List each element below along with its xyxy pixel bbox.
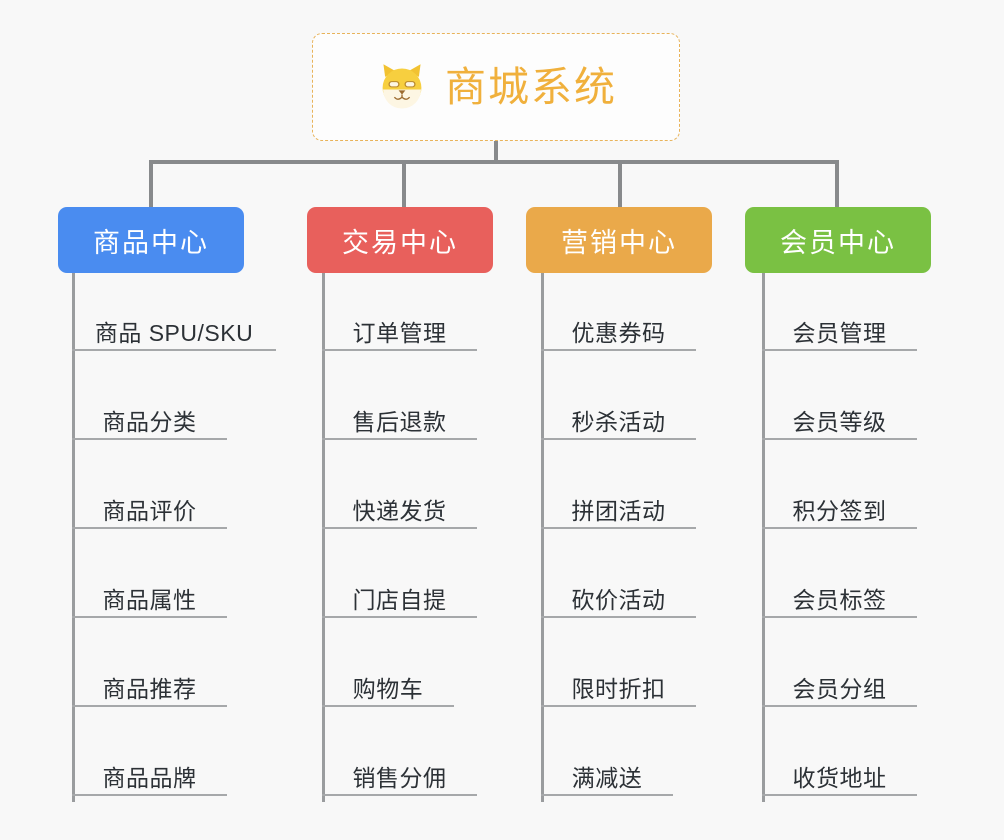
leaf-item-2-6[interactable]: 销售分佣 xyxy=(322,750,477,796)
leaf-label: 商品属性 xyxy=(102,586,197,613)
leaf-item-1-3[interactable]: 商品评价 xyxy=(72,483,227,529)
leaf-item-2-2[interactable]: 售后退款 xyxy=(322,394,477,440)
category-header-2-label: 交易中心 xyxy=(342,227,458,258)
category-trunk-2 xyxy=(322,273,325,802)
leaf-label: 砍价活动 xyxy=(571,586,666,613)
root-node[interactable]: 商城系统 xyxy=(312,33,680,141)
leaf-label: 售后退款 xyxy=(352,408,447,435)
leaf-label: 订单管理 xyxy=(352,319,447,346)
leaf-label: 会员管理 xyxy=(792,319,887,346)
leaf-item-3-4[interactable]: 砍价活动 xyxy=(541,572,696,618)
connector-drop-3 xyxy=(618,160,622,207)
leaf-item-3-2[interactable]: 秒杀活动 xyxy=(541,394,696,440)
leaf-item-3-5[interactable]: 限时折扣 xyxy=(541,661,696,707)
leaf-label: 会员等级 xyxy=(792,408,887,435)
leaf-item-2-3[interactable]: 快递发货 xyxy=(322,483,477,529)
leaf-item-3-1[interactable]: 优惠券码 xyxy=(541,305,696,351)
leaf-item-1-4[interactable]: 商品属性 xyxy=(72,572,227,618)
leaf-label: 商品分类 xyxy=(102,408,197,435)
leaf-item-2-1[interactable]: 订单管理 xyxy=(322,305,477,351)
leaf-item-1-2[interactable]: 商品分类 xyxy=(72,394,227,440)
category-header-1-label: 商品中心 xyxy=(93,227,209,258)
leaf-item-4-4[interactable]: 会员标签 xyxy=(762,572,917,618)
leaf-label: 会员分组 xyxy=(792,675,887,702)
leaf-item-4-3[interactable]: 积分签到 xyxy=(762,483,917,529)
leaf-label: 优惠券码 xyxy=(571,319,666,346)
leaf-label: 商品品牌 xyxy=(102,764,197,791)
leaf-item-2-5[interactable]: 购物车 xyxy=(322,661,454,707)
leaf-label: 商品评价 xyxy=(102,497,197,524)
category-header-3[interactable]: 营销中心 xyxy=(526,207,712,273)
leaf-item-1-1[interactable]: 商品 SPU/SKU xyxy=(72,305,276,351)
leaf-item-4-5[interactable]: 会员分组 xyxy=(762,661,917,707)
leaf-label: 收货地址 xyxy=(792,764,887,791)
leaf-item-3-6[interactable]: 满减送 xyxy=(541,750,673,796)
connector-drop-4 xyxy=(835,160,839,207)
root-title: 商城系统 xyxy=(445,63,617,110)
category-header-2[interactable]: 交易中心 xyxy=(307,207,493,273)
connector-drop-2 xyxy=(402,160,406,207)
category-trunk-1 xyxy=(72,273,75,802)
leaf-item-1-5[interactable]: 商品推荐 xyxy=(72,661,227,707)
leaf-item-4-1[interactable]: 会员管理 xyxy=(762,305,917,351)
leaf-label: 快递发货 xyxy=(352,497,447,524)
leaf-label: 商品 SPU/SKU xyxy=(94,319,254,346)
leaf-label: 销售分佣 xyxy=(352,764,447,791)
leaf-label: 限时折扣 xyxy=(571,675,666,702)
category-header-3-label: 营销中心 xyxy=(561,227,677,258)
leaf-item-3-3[interactable]: 拼团活动 xyxy=(541,483,696,529)
leaf-label: 会员标签 xyxy=(792,586,887,613)
leaf-label: 购物车 xyxy=(352,675,424,702)
leaf-label: 商品推荐 xyxy=(102,675,197,702)
connector-bus-line xyxy=(149,160,839,164)
leaf-item-4-2[interactable]: 会员等级 xyxy=(762,394,917,440)
leaf-label: 秒杀活动 xyxy=(571,408,666,435)
connector-drop-1 xyxy=(149,160,153,207)
category-header-1[interactable]: 商品中心 xyxy=(58,207,244,273)
leaf-item-2-4[interactable]: 门店自提 xyxy=(322,572,477,618)
category-header-4-label: 会员中心 xyxy=(780,227,896,258)
category-trunk-4 xyxy=(762,273,765,802)
root-stem-line xyxy=(494,141,498,162)
leaf-label: 拼团活动 xyxy=(571,497,666,524)
shiba-dog-face-icon xyxy=(375,60,429,114)
leaf-item-1-6[interactable]: 商品品牌 xyxy=(72,750,227,796)
leaf-label: 门店自提 xyxy=(352,586,447,613)
category-trunk-3 xyxy=(541,273,544,802)
leaf-item-4-6[interactable]: 收货地址 xyxy=(762,750,917,796)
leaf-label: 满减送 xyxy=(571,764,643,791)
category-header-4[interactable]: 会员中心 xyxy=(745,207,931,273)
leaf-label: 积分签到 xyxy=(792,497,887,524)
